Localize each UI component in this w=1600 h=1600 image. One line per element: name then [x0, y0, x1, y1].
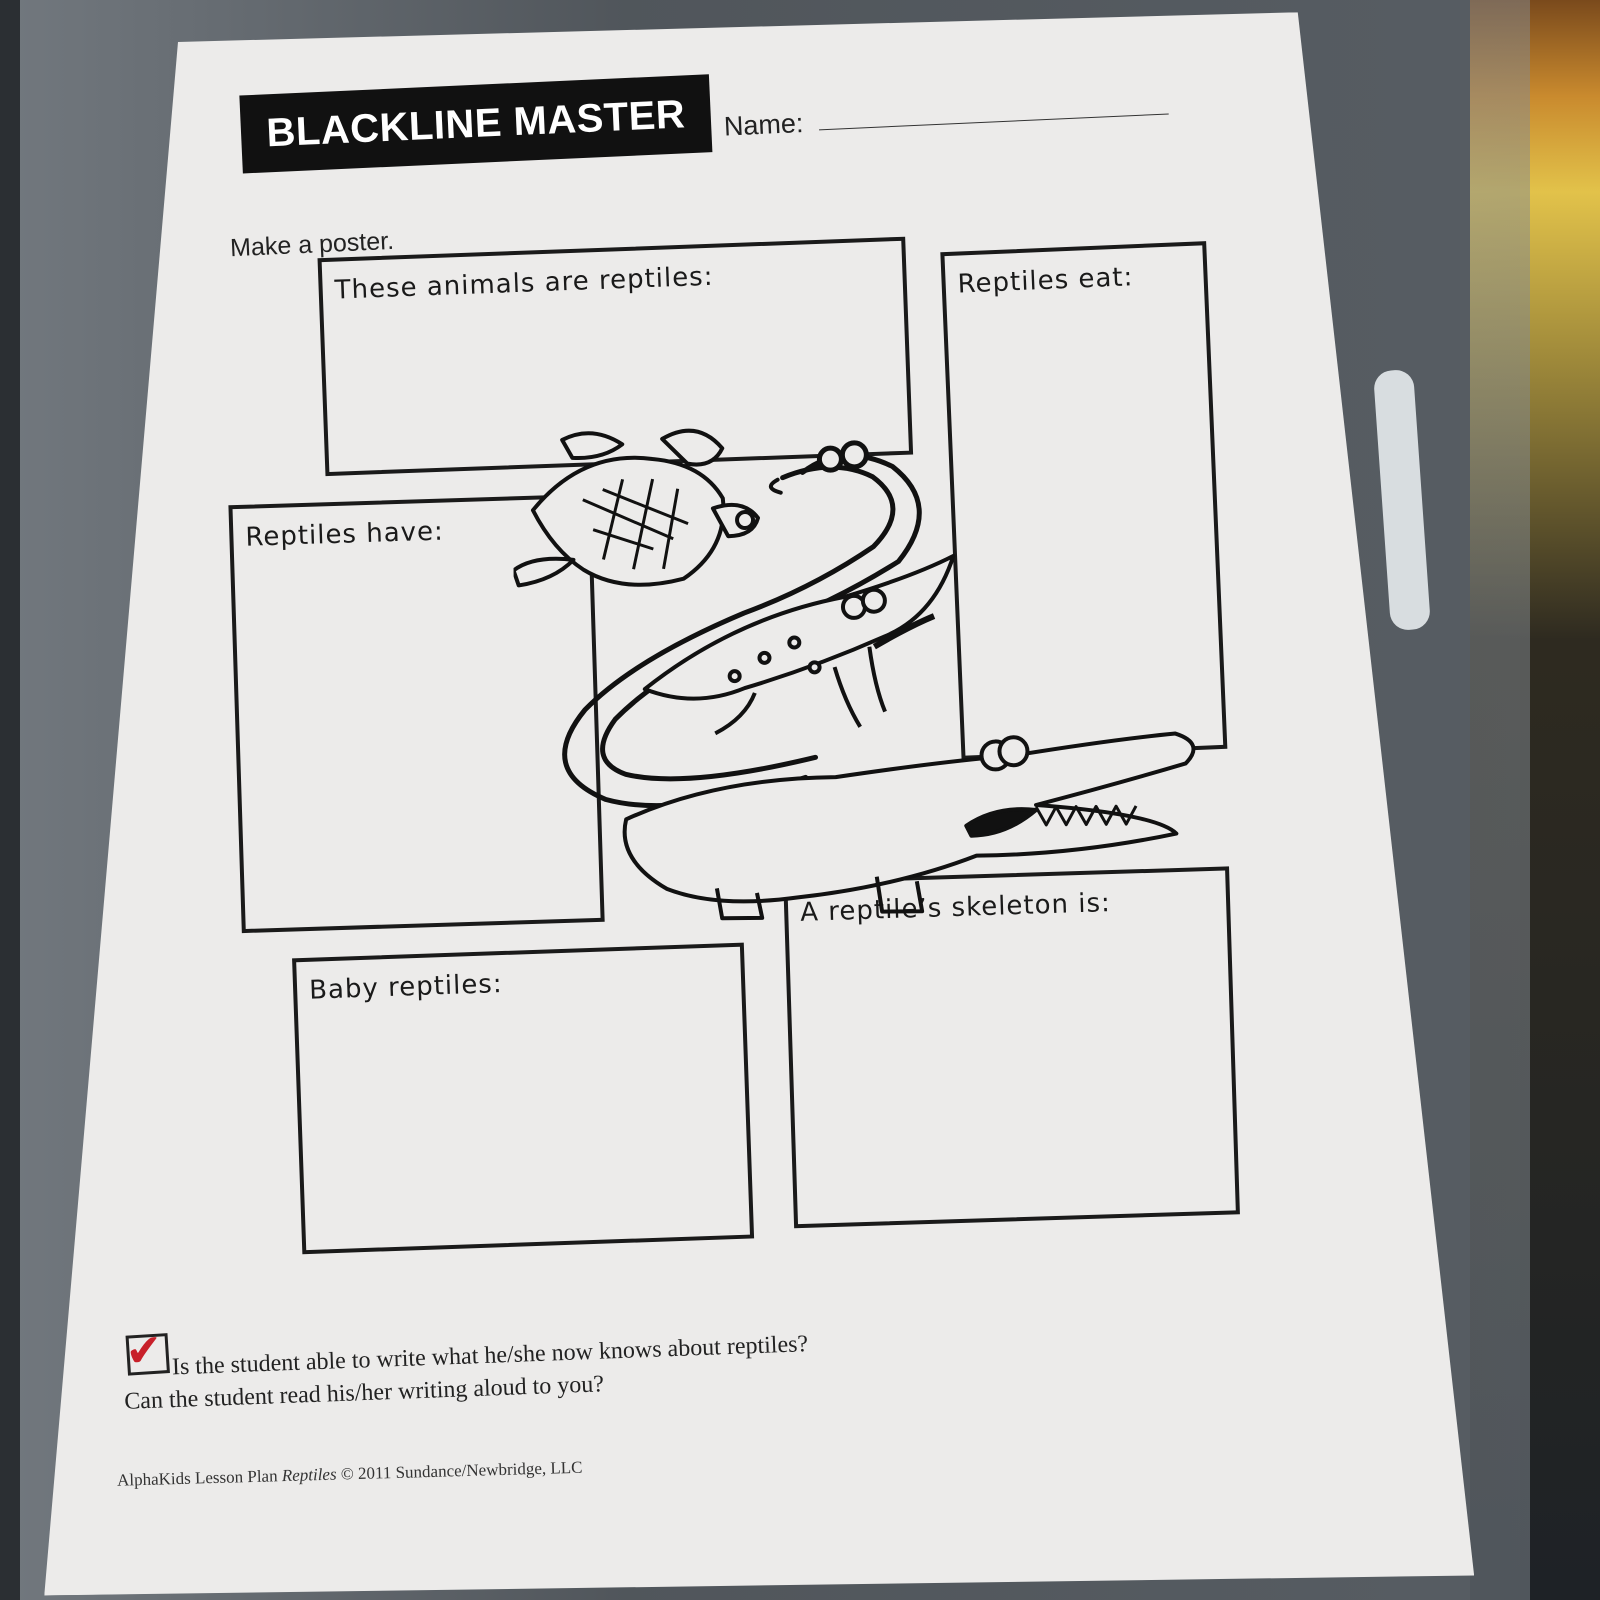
- reptiles-illustration: [512, 413, 1237, 941]
- turtle-icon: [512, 430, 759, 586]
- box-label: Baby reptiles:: [308, 969, 504, 1006]
- footer-prefix: AlphaKids Lesson Plan: [116, 1466, 283, 1490]
- snake-icon: [561, 442, 922, 806]
- name-label: Name:: [723, 108, 805, 142]
- lizard-icon: [643, 556, 955, 734]
- name-field[interactable]: [819, 113, 1169, 130]
- checkmark-icon: ✔: [123, 1324, 164, 1378]
- assessment-checkbox[interactable]: ✔: [126, 1333, 170, 1376]
- copyright-footer: AlphaKids Lesson Plan Reptiles © 2011 Su…: [117, 1458, 583, 1491]
- footer-title: Reptiles: [281, 1464, 337, 1486]
- box-label: These animals are reptiles:: [334, 261, 714, 306]
- box-label: Reptiles eat:: [957, 262, 1134, 300]
- footer-suffix: © 2011 Sundance/Newbridge, LLC: [336, 1457, 583, 1484]
- assessment-question-1: Is the student able to write what he/she…: [171, 1331, 809, 1381]
- box-label: Reptiles have:: [244, 516, 445, 553]
- worksheet-page: BLACKLINE MASTER Name: Make a poster. Th…: [28, 11, 1474, 1596]
- crocodile-icon: [624, 733, 1196, 919]
- page-title: BLACKLINE MASTER: [239, 74, 712, 173]
- box-baby-reptiles[interactable]: Baby reptiles:: [292, 943, 754, 1255]
